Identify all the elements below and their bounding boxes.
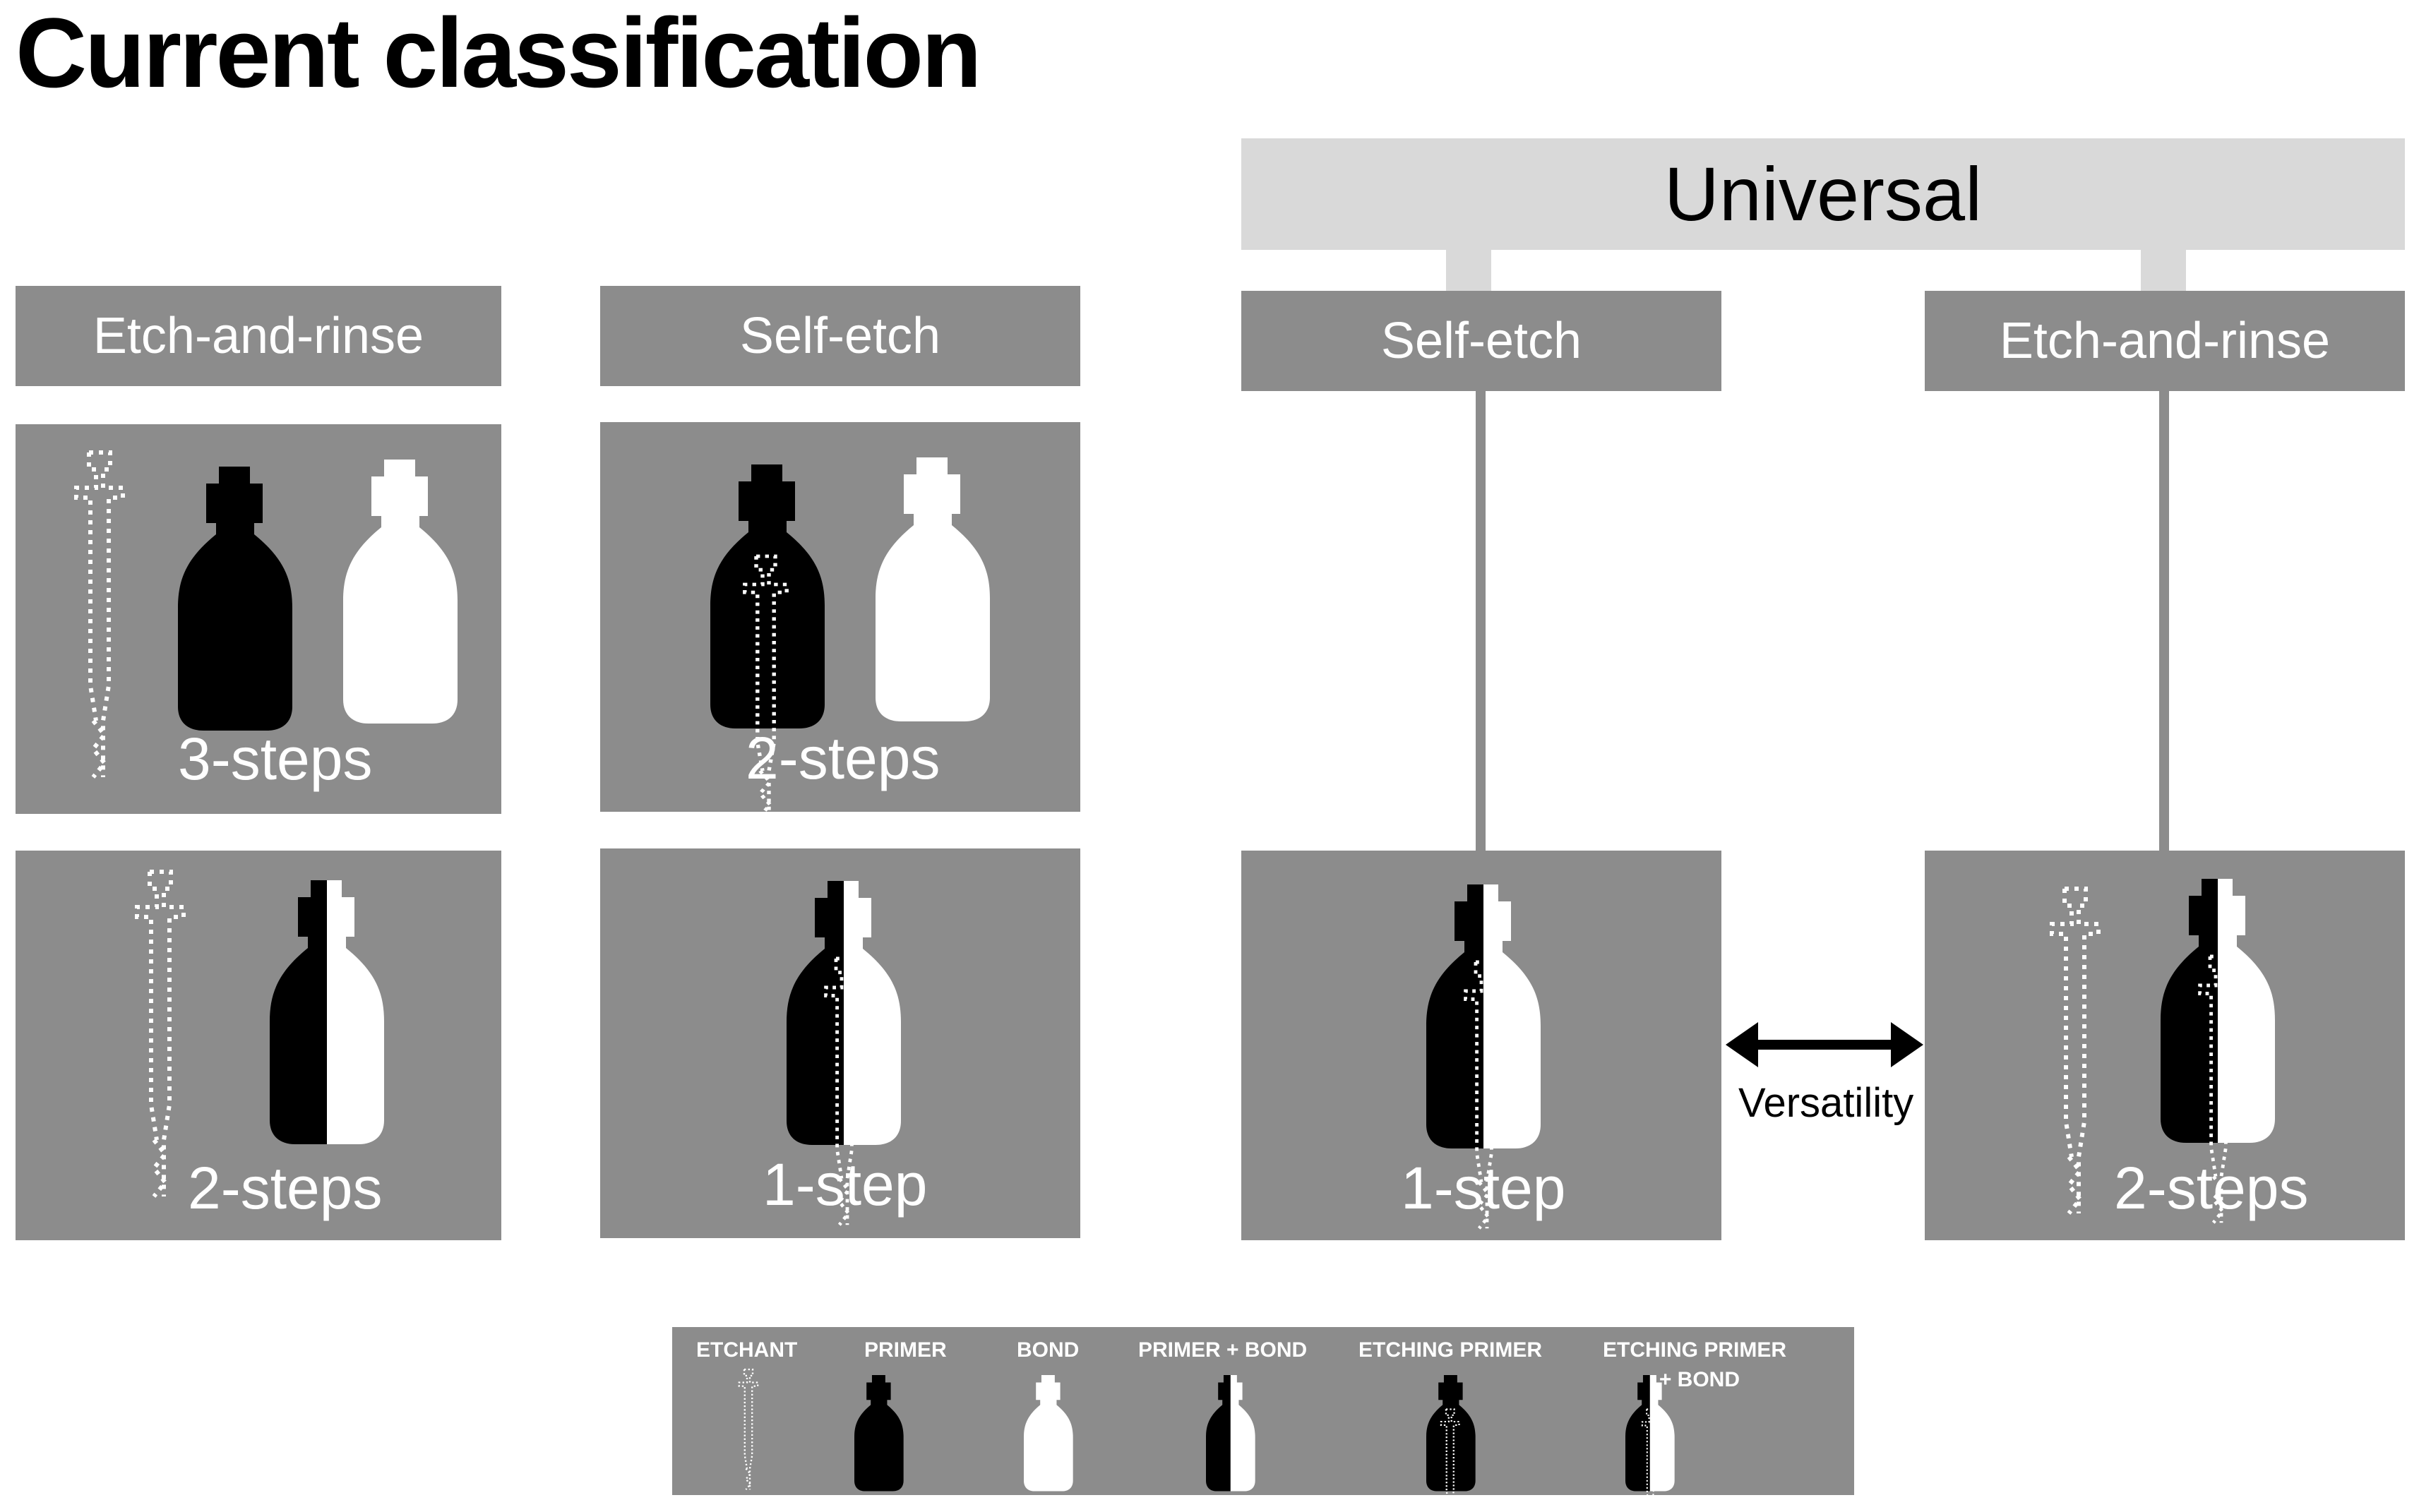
syringe-icon	[68, 452, 131, 777]
panel-self-etch-2-steps: 2-steps	[600, 422, 1080, 812]
steps-label: 2-steps	[188, 1155, 383, 1221]
universal-connector-left	[1446, 250, 1491, 291]
header-self-etch: Self-etch	[600, 286, 1080, 386]
primer-bottle-icon	[178, 467, 292, 731]
legend-primer-bond-bottle-icon	[1206, 1375, 1255, 1492]
steps-label: 2-steps	[746, 725, 940, 791]
legend-syringe-icon	[738, 1368, 759, 1491]
header-universal-self-etch-label: Self-etch	[1380, 313, 1582, 369]
connector-line-self-etch	[1476, 391, 1486, 851]
legend: ETCHANT PRIMER BOND PRIMER + BOND ETCHIN…	[672, 1327, 1854, 1512]
legend-primer-bottle-icon	[854, 1375, 904, 1492]
legend-primer-bond-label: PRIMER + BOND	[1138, 1338, 1308, 1362]
header-self-etch-label: Self-etch	[739, 308, 941, 364]
legend-etching-primer-bond-bottle-icon	[1625, 1375, 1675, 1512]
steps-label: 2-steps	[2114, 1155, 2309, 1221]
legend-bond-label: BOND	[1017, 1338, 1080, 1362]
diagram-title: Current classification	[16, 0, 982, 108]
etching-primer-bottle-icon	[710, 464, 825, 728]
syringe-icon	[129, 872, 192, 1196]
legend-etching-primer-bond-line2: + BOND	[1659, 1368, 1740, 1391]
etching-primer-bond-bottle-icon	[2161, 879, 2275, 1143]
panel-etch-and-rinse-2-steps: 2-steps	[16, 851, 501, 1240]
bond-bottle-icon	[876, 457, 990, 721]
connector-line-etch-and-rinse	[2159, 391, 2169, 851]
header-universal-etch-and-rinse-label: Etch-and-rinse	[1999, 313, 2331, 369]
legend-etching-primer-bond-line1: ETCHING PRIMER	[1603, 1338, 1787, 1362]
header-etch-and-rinse-label: Etch-and-rinse	[92, 308, 424, 364]
versatility-double-arrow-icon	[1726, 1022, 1923, 1067]
bond-bottle-icon	[343, 460, 458, 724]
panel-etch-and-rinse-3-steps: 3-steps	[16, 424, 501, 814]
universal-connector-right	[2141, 250, 2186, 291]
legend-primer-label: PRIMER	[864, 1338, 947, 1362]
etching-primer-bond-bottle-icon	[1426, 884, 1541, 1148]
panel-self-etch-1-step: 1-step	[600, 848, 1080, 1238]
universal-banner: Universal	[1241, 138, 2405, 250]
legend-etching-primer-label: ETCHING PRIMER	[1358, 1338, 1543, 1362]
panel-universal-etch-and-rinse-2-steps: 2-steps	[1925, 851, 2405, 1240]
legend-etching-primer-bond-label: ETCHING PRIMER + BOND	[1603, 1336, 1786, 1395]
etching-primer-bond-bottle-icon	[787, 881, 901, 1145]
universal-label: Universal	[1664, 151, 1983, 236]
steps-label: 3-steps	[178, 726, 373, 792]
legend-etching-primer-bottle-icon	[1426, 1375, 1476, 1512]
primer-bond-bottle-icon	[270, 880, 384, 1144]
legend-etchant-label: ETCHANT	[696, 1338, 798, 1362]
header-universal-self-etch: Self-etch	[1241, 291, 1721, 391]
syringe-icon	[2043, 889, 2107, 1199]
header-universal-etch-and-rinse: Etch-and-rinse	[1925, 291, 2405, 391]
versatility-label: Versatility	[1738, 1080, 1914, 1126]
legend-bond-bottle-icon	[1024, 1375, 1073, 1492]
panel-universal-self-etch-1-step: 1-step	[1241, 851, 1721, 1240]
steps-label: 1-step	[763, 1151, 928, 1218]
header-etch-and-rinse: Etch-and-rinse	[16, 286, 501, 386]
steps-label: 1-step	[1401, 1155, 1566, 1221]
